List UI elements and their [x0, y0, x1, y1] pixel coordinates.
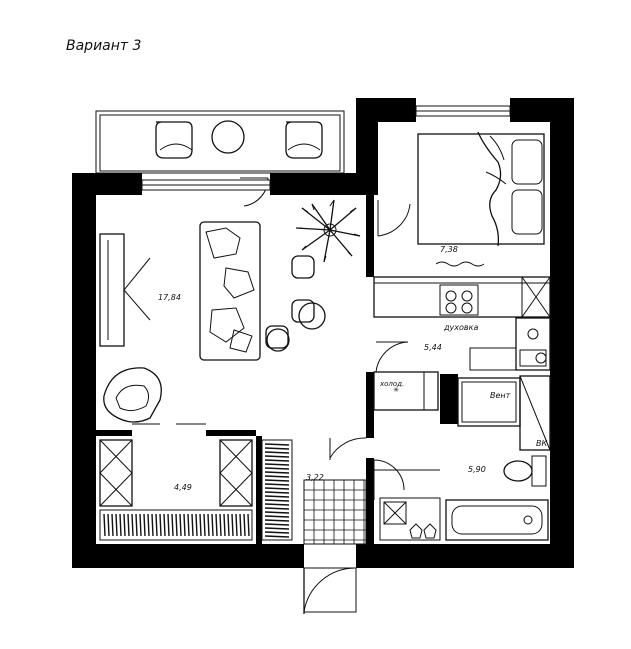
hanger-stroke — [171, 513, 174, 537]
toilet-icon — [503, 455, 547, 487]
bedroom — [377, 131, 545, 267]
hanger-stroke — [111, 513, 114, 537]
hanger-stroke — [127, 513, 130, 537]
hob-icon — [439, 284, 479, 316]
hanger-stroke — [183, 513, 186, 537]
wardrobe-room — [99, 439, 253, 541]
kitchen: ✳ — [373, 276, 551, 451]
hanger-stroke — [264, 535, 290, 538]
hanger-stroke — [139, 513, 142, 537]
hanger-stroke — [143, 513, 146, 537]
hanger-stroke — [264, 443, 290, 446]
hanger-stroke — [151, 513, 154, 537]
hanger-stroke — [159, 513, 162, 537]
hanger-stroke — [235, 513, 238, 537]
dining-table — [265, 255, 326, 352]
living-window — [141, 179, 271, 191]
hall-area-label: 3,22 — [306, 473, 324, 482]
balcony-table — [211, 120, 245, 154]
hanger-stroke — [191, 513, 194, 537]
hanger-stroke — [264, 451, 290, 454]
vk-label: ВК — [536, 439, 547, 448]
bedroom-window — [415, 105, 511, 117]
hanger-stroke — [107, 513, 110, 537]
hanger-stroke — [223, 513, 226, 537]
hanger-stroke — [131, 513, 134, 537]
hanger-stroke — [264, 459, 290, 462]
hanger-stroke — [179, 513, 182, 537]
hanger-stroke — [264, 499, 290, 502]
bathroom-area-label: 5,90 — [468, 465, 486, 474]
bathtub — [445, 499, 549, 541]
vent-label: Вент — [490, 391, 511, 400]
hanger-stroke — [239, 513, 242, 537]
hanger-stroke — [219, 513, 222, 537]
hanger-stroke — [264, 487, 290, 490]
hanger-stroke — [231, 513, 234, 537]
balcony-armchair-left — [155, 121, 193, 159]
hanger-stroke — [243, 513, 246, 537]
kitchen-area-label: 5,44 — [424, 343, 442, 352]
hanger-stroke — [264, 483, 290, 486]
hanger-stroke — [163, 513, 166, 537]
walls — [72, 98, 574, 568]
svg-text:✳: ✳ — [393, 386, 399, 394]
hanger-stroke — [264, 475, 290, 478]
hanger-stroke — [211, 513, 214, 537]
living-area-label: 17,84 — [158, 293, 181, 302]
hanger-stroke — [264, 515, 290, 518]
hanger-stroke — [264, 523, 290, 526]
hanger-stroke — [135, 513, 138, 537]
balcony — [95, 110, 345, 207]
hanger-stroke — [264, 479, 290, 482]
oven-label: духовка — [443, 323, 478, 332]
hanger-stroke — [199, 513, 202, 537]
hanger-stroke — [264, 455, 290, 458]
hanger-stroke — [119, 513, 122, 537]
living-room — [99, 199, 361, 425]
plan-title: Вариант 3 — [66, 38, 142, 54]
hanger-stroke — [115, 513, 118, 537]
fridge: ✳ — [373, 371, 439, 411]
hanger-stroke — [167, 513, 170, 537]
hanger-stroke — [175, 513, 178, 537]
hanger-stroke — [264, 467, 290, 470]
hall — [261, 437, 367, 614]
balcony-armchair-right — [285, 121, 323, 159]
wardrobe-area-label: 4,49 — [174, 483, 192, 492]
hanger-stroke — [264, 447, 290, 450]
plant-icon — [295, 199, 361, 263]
hanger-stroke — [264, 495, 290, 498]
living-armchair — [103, 367, 162, 423]
hanger-stroke — [195, 513, 198, 537]
sofa — [199, 221, 261, 361]
hanger-stroke — [264, 531, 290, 534]
hanger-stroke — [264, 507, 290, 510]
fridge-label: холод. — [379, 380, 404, 388]
hanger-stroke — [215, 513, 218, 537]
hanger-stroke — [103, 513, 106, 537]
hanger-stroke — [147, 513, 150, 537]
hanger-stroke — [264, 491, 290, 494]
bathroom — [373, 455, 549, 541]
hanger-stroke — [227, 513, 230, 537]
bed — [417, 131, 545, 247]
hanger-stroke — [155, 513, 158, 537]
hanger-stroke — [264, 527, 290, 530]
hanger-stroke — [207, 513, 210, 537]
hanger-stroke — [264, 503, 290, 506]
hanger-stroke — [264, 471, 290, 474]
hanger-stroke — [187, 513, 190, 537]
hanger-stroke — [264, 511, 290, 514]
hanger-stroke — [123, 513, 126, 537]
hanger-stroke — [247, 513, 250, 537]
hanger-stroke — [264, 463, 290, 466]
hanger-stroke — [264, 519, 290, 522]
hanger-stroke — [203, 513, 206, 537]
bedroom-area-label: 7,38 — [440, 245, 458, 254]
